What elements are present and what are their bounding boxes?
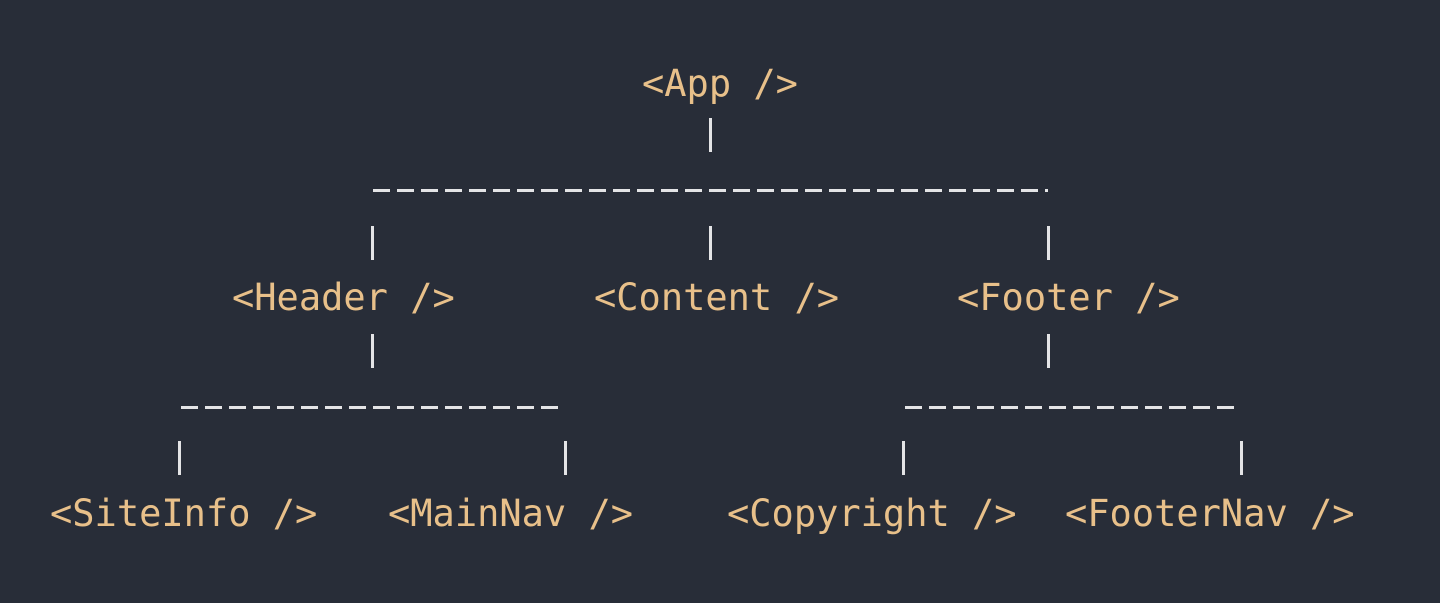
connector-vertical xyxy=(1240,441,1243,475)
node-footer: <Footer /> xyxy=(957,276,1180,319)
node-header: <Header /> xyxy=(232,276,455,319)
connector-horizontal xyxy=(905,406,1241,409)
connector-vertical xyxy=(709,226,712,260)
connector-vertical xyxy=(178,441,181,475)
connector-vertical xyxy=(1047,334,1050,368)
node-siteinfo: <SiteInfo /> xyxy=(50,492,318,535)
connector-vertical xyxy=(1047,226,1050,260)
node-mainnav: <MainNav /> xyxy=(388,492,634,535)
connector-vertical xyxy=(709,118,712,152)
node-copyright: <Copyright /> xyxy=(727,492,1017,535)
connector-vertical xyxy=(371,226,374,260)
connector-vertical xyxy=(902,441,905,475)
connector-vertical xyxy=(371,334,374,368)
node-content: <Content /> xyxy=(594,276,840,319)
node-app: <App /> xyxy=(642,62,798,105)
connector-horizontal xyxy=(181,406,565,409)
node-footernav: <FooterNav /> xyxy=(1065,492,1355,535)
connector-horizontal xyxy=(373,189,1048,192)
connector-vertical xyxy=(564,441,567,475)
